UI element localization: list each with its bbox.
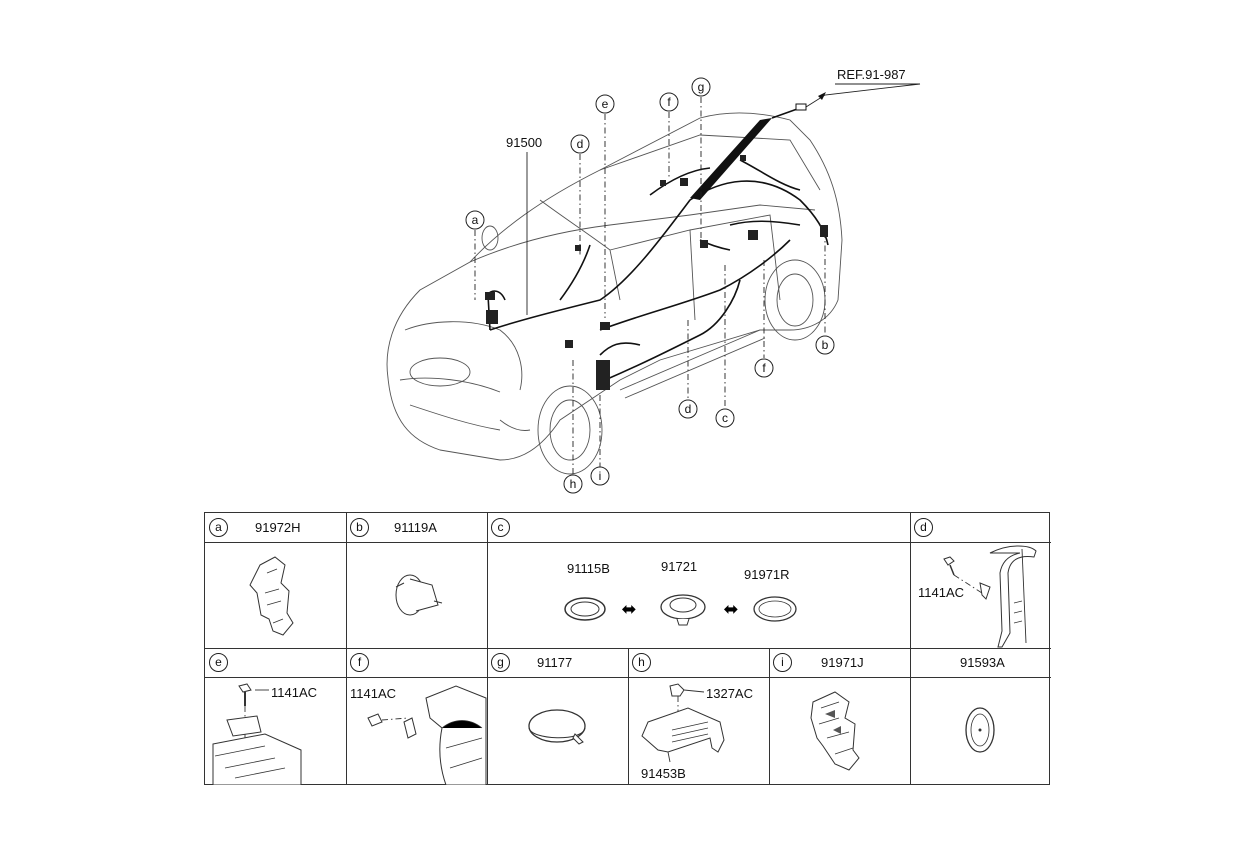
roof-antenna-cable: [690, 83, 921, 200]
harness-connectors: [485, 155, 828, 390]
interchangeable-arrow-icon: ⬌: [723, 599, 738, 620]
callout-c: c: [715, 408, 735, 428]
svg-text:i: i: [599, 469, 602, 483]
legend-letter-e: e: [209, 653, 228, 672]
legend-cell-e: e 1141AC: [205, 648, 347, 785]
svg-text:a: a: [472, 213, 479, 227]
grommet-illustration: [395, 574, 443, 616]
part-number-1327AC: 1327AC: [706, 686, 753, 701]
plug-illustration: [965, 707, 995, 753]
bolt-and-pillar-illustration: [943, 545, 1037, 648]
svg-text:b: b: [822, 338, 829, 352]
part-number-91177: 91177: [537, 655, 573, 670]
part-number-1141AC: 1141AC: [918, 585, 965, 600]
svg-text:h: h: [570, 477, 577, 491]
vehicle-outline: [386, 112, 843, 475]
part-number-91971J: 91971J: [821, 655, 864, 670]
legend-letter-f: f: [350, 653, 369, 672]
callout-f-bottom: f: [754, 358, 774, 378]
legend-cell-f: f 1141AC: [346, 648, 488, 785]
main-harness-part-number: 91500: [506, 135, 542, 150]
svg-text:g: g: [698, 80, 705, 94]
parts-legend-grid: a 91972H b 91119A c 91115B 91721 91971R: [204, 512, 1051, 785]
svg-text:d: d: [685, 402, 692, 416]
callout-e: e: [595, 94, 615, 114]
leader-lines: [474, 97, 826, 475]
part-number-91721: 91721: [661, 559, 698, 574]
legend-letter-i: i: [773, 653, 792, 672]
part-number-91119A: 91119A: [394, 520, 437, 535]
svg-text:d: d: [577, 137, 584, 151]
part-number-91593A: 91593A: [960, 655, 1005, 670]
legend-letter-a: a: [209, 518, 228, 537]
svg-text:f: f: [667, 95, 671, 109]
legend-cell-g: g 91177: [487, 648, 629, 785]
callout-b: b: [815, 335, 835, 355]
callout-i: i: [590, 466, 610, 486]
legend-cell-a: a 91972H: [205, 513, 347, 649]
svg-text:c: c: [722, 411, 728, 425]
svg-text:e: e: [602, 97, 609, 111]
legend-cell-d: d 1141AC: [910, 513, 1051, 649]
callout-h: h: [563, 474, 583, 494]
part-number-91971R: 91971R: [744, 567, 790, 582]
part-number-91972H: 91972H: [255, 520, 301, 535]
callout-g: g: [691, 77, 711, 97]
svg-text:f: f: [762, 361, 766, 375]
legend-cell-i: i 91971J: [769, 648, 911, 785]
bolt-and-wheelhouse-illustration: [367, 685, 487, 785]
legend-letter-c: c: [491, 518, 510, 537]
interchangeable-arrow-icon: ⬌: [621, 599, 636, 620]
connector-bracket-illustration: [249, 556, 294, 636]
part-number-1141AC: 1141AC: [271, 685, 318, 700]
legend-cell-c: c 91115B 91721 91971R ⬌ ⬌: [487, 513, 911, 649]
legend-letter-h: h: [632, 653, 651, 672]
legend-letter-g: g: [491, 653, 510, 672]
nut-and-cover-illustration: [641, 683, 725, 763]
callout-f-top: f: [659, 92, 679, 112]
wiring-harness: [487, 159, 829, 381]
callout-d-bottom: d: [678, 399, 698, 419]
legend-letter-d: d: [914, 518, 933, 537]
interchangeable-grommets-illustration: ⬌ ⬌: [564, 594, 797, 626]
callout-a: a: [465, 210, 485, 230]
legend-letter-b: b: [350, 518, 369, 537]
part-number-91115B: 91115B: [567, 561, 610, 576]
main-wiring-diagram: REF.91-987 91500 a d e f g b f d c h i: [386, 67, 921, 494]
bolt-and-floor-bracket-illustration: [212, 683, 302, 785]
part-number-1141AC: 1141AC: [350, 686, 397, 701]
cap-illustration: [528, 709, 586, 745]
connector-block-illustration: [810, 691, 860, 771]
callout-d-top: d: [570, 134, 590, 154]
part-number-91453B: 91453B: [641, 766, 686, 781]
legend-cell-h: h 1327AC 91453B: [628, 648, 770, 785]
legend-cell-extra: 91593A: [910, 648, 1051, 785]
legend-cell-b: b 91119A: [346, 513, 488, 649]
ref-label: REF.91-987: [837, 67, 906, 82]
